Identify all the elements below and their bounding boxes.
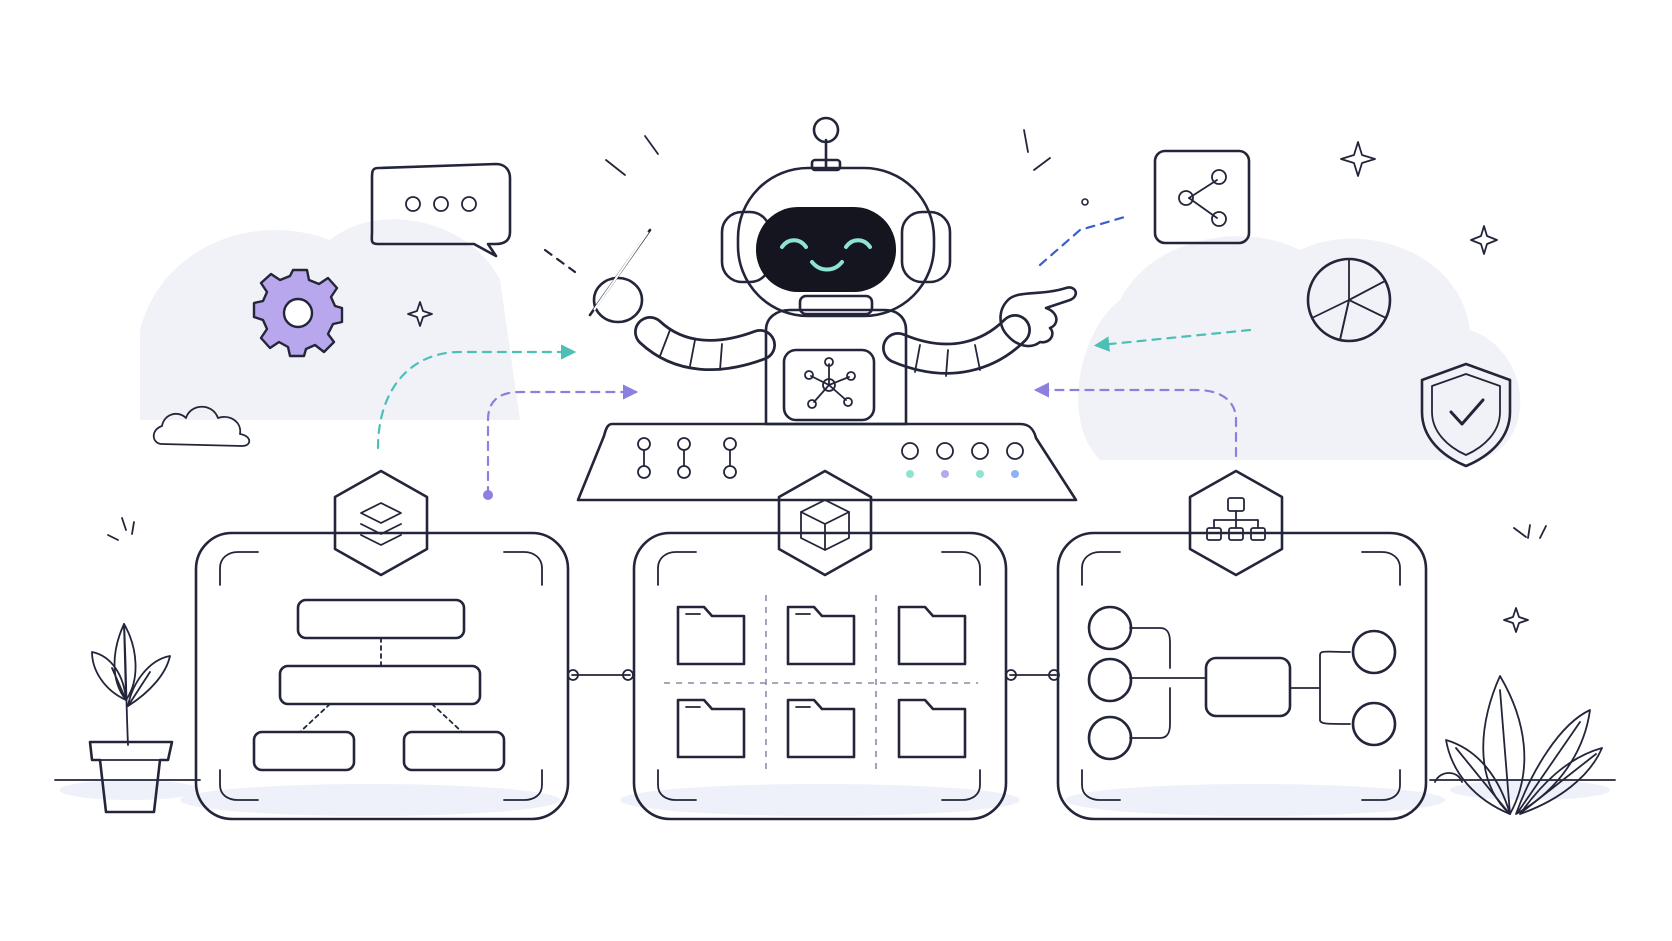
- layers-icon: [333, 469, 429, 577]
- chat-bubble-icon[interactable]: [370, 162, 512, 258]
- flow-origin-dot: [1081, 198, 1089, 206]
- ground-shadows: [60, 780, 1610, 816]
- gear-icon[interactable]: [252, 268, 344, 358]
- org-chart: [252, 598, 506, 772]
- cloud-icon: [152, 405, 251, 447]
- shield-check-icon[interactable]: [1420, 362, 1512, 468]
- plant-icon: [1445, 675, 1603, 815]
- sparkle-icon: [407, 141, 1529, 633]
- workflow-panel[interactable]: [1056, 469, 1428, 821]
- folder-grid-dividers: [664, 595, 978, 775]
- robot: [588, 116, 1078, 426]
- share-icon[interactable]: [1153, 149, 1251, 245]
- control-console[interactable]: [576, 422, 1078, 502]
- network-icon: [782, 348, 876, 422]
- cube-icon: [777, 469, 873, 577]
- console-buttons[interactable]: [901, 442, 1024, 478]
- folder-icon: [676, 605, 967, 759]
- pie-chart-icon[interactable]: [1306, 257, 1392, 343]
- robot-right-arm: [882, 286, 1078, 377]
- structure-panel[interactable]: [194, 469, 570, 821]
- files-panel[interactable]: [632, 469, 1008, 821]
- hierarchy-icon: [1188, 469, 1284, 577]
- plant-icon: [88, 623, 174, 814]
- ground-lines: [54, 772, 1616, 783]
- flow-arrows: [376, 214, 1252, 497]
- panel-connectors: [567, 669, 1060, 681]
- console-sliders[interactable]: [637, 437, 737, 479]
- flow-origin-dot: [483, 490, 493, 500]
- robot-left-arm: [588, 228, 776, 371]
- spark-marks: [107, 517, 1547, 541]
- flow-diagram: [1087, 605, 1397, 761]
